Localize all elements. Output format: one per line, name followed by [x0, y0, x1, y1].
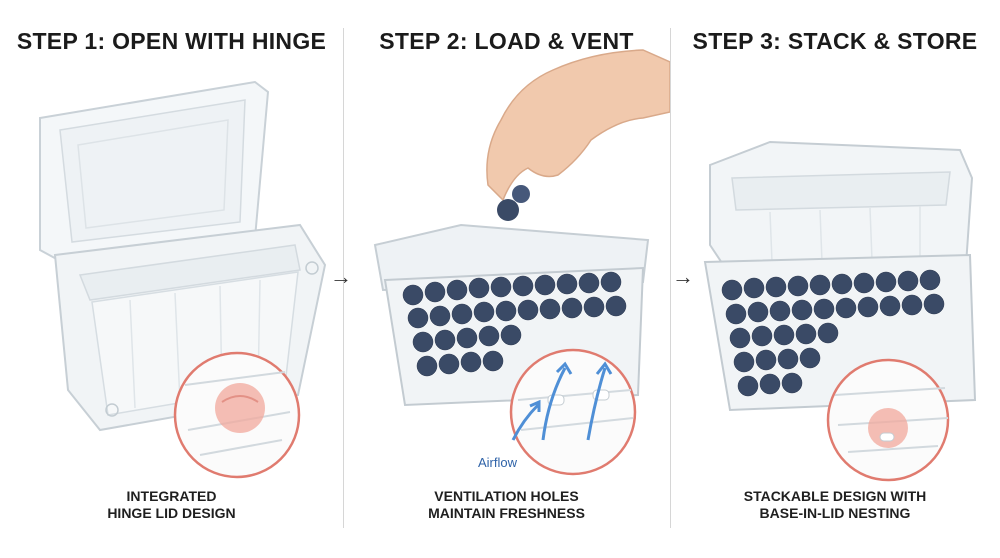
- step-3-caption: STACKABLE DESIGN WITH BASE-IN-LID NESTIN…: [670, 488, 1000, 522]
- hand: [486, 49, 670, 202]
- step-1-title: STEP 1: OPEN WITH HINGE: [16, 28, 327, 54]
- blueberries: [402, 271, 627, 377]
- step-3-panel: STEP 3: STACK & STORE: [670, 0, 1000, 558]
- loading-blueberries-illustration: [373, 49, 670, 476]
- right-arrow-icon: →: [330, 264, 352, 289]
- step-3-caption-line-1: STACKABLE DESIGN WITH: [743, 488, 927, 504]
- divider-1: [343, 28, 344, 528]
- right-arrow-icon: →: [672, 264, 694, 289]
- open-hinged-container-illustration: [39, 80, 327, 479]
- step-3-title: STEP 3: STACK & STORE: [692, 28, 978, 54]
- step-1-caption: INTEGRATED HINGE LID DESIGN: [0, 488, 343, 522]
- step-2-caption-line-1: VENTILATION HOLES: [434, 488, 579, 504]
- airflow-arrow-icon: [511, 361, 613, 441]
- step-3-caption-line-2: BASE-IN-LID NESTING: [759, 505, 911, 521]
- step-1-caption-line-1: INTEGRATED: [126, 488, 217, 504]
- step-1-panel: STEP 1: OPEN WITH HINGE INTEGRATED HINGE…: [0, 0, 343, 558]
- step-1-caption-line-2: HINGE LID DESIGN: [107, 505, 236, 521]
- divider-2: [670, 28, 671, 528]
- step-2-panel: STEP 2: LOAD & VENT: [343, 0, 670, 558]
- vent-callout-circle: [509, 348, 637, 476]
- step-2-caption-line-2: MAINTAIN FRESHNESS: [428, 505, 585, 521]
- step-2-caption: VENTILATION HOLES MAINTAIN FRESHNESS: [343, 488, 670, 522]
- blueberries: [721, 269, 945, 397]
- hinge-highlight: [215, 383, 265, 433]
- stacked-containers-illustration: [703, 140, 977, 482]
- airflow-label: Airflow: [478, 455, 518, 470]
- nesting-highlight: [868, 408, 908, 448]
- step-2-title: STEP 2: LOAD & VENT: [379, 28, 634, 54]
